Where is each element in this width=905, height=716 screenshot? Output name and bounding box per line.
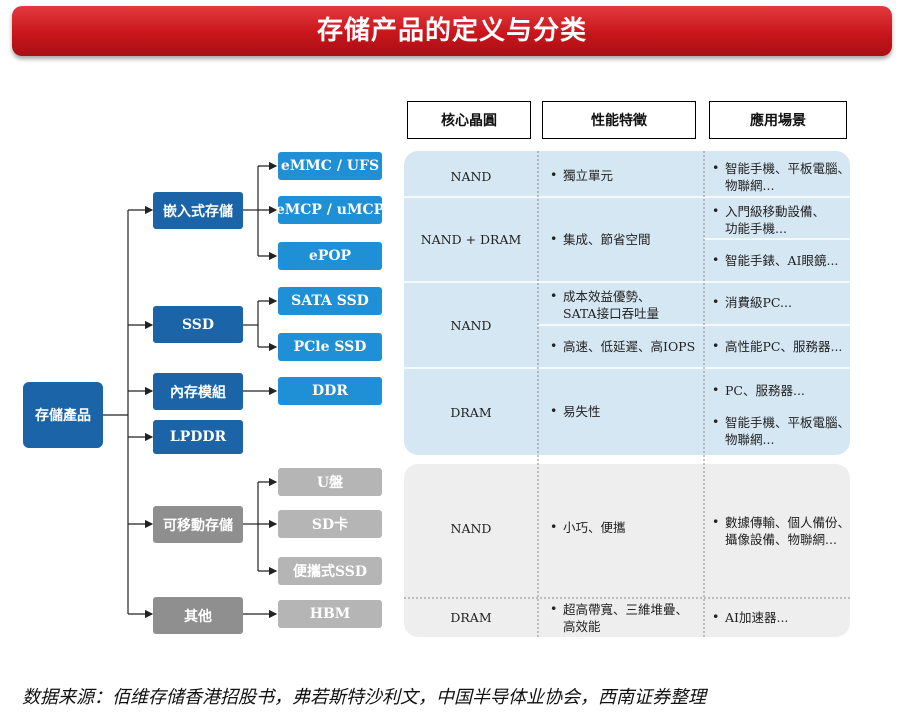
feature-cell: 超高帶寬、三維堆疊、 高效能 (563, 601, 688, 635)
bullet: • (712, 338, 720, 353)
bullet: • (712, 514, 720, 529)
category-ssd: SSD (153, 306, 243, 343)
bullet: • (712, 414, 720, 429)
wafer-cell: NAND + DRAM (420, 232, 522, 247)
header-application: 應用場景 (709, 101, 847, 139)
leaf-ddr: DDR (278, 377, 382, 405)
application-line: 攝像設備、物聯網... (725, 532, 837, 547)
source-note: 数据来源：佰维存储香港招股书，弗若斯特沙利文，中国半导体业协会，西南证券整理 (22, 687, 706, 708)
header-core-wafer: 核心晶圓 (407, 101, 531, 139)
leaf-sd-card: SD卡 (278, 510, 382, 538)
root-node: 存儲產品 (23, 382, 103, 448)
category-embedded: 嵌入式存儲 (153, 192, 243, 229)
bullet: • (550, 601, 558, 616)
application-line: 數據傳輸、個人備份、 (725, 515, 851, 530)
feature-cell: 成本效益優勢、 SATA接口吞吐量 (563, 288, 659, 322)
category-removable: 可移動存儲 (153, 506, 243, 543)
wafer-cell: DRAM (450, 405, 492, 420)
panel-blue (404, 151, 850, 455)
application-cell: PC、服務器... (725, 383, 805, 398)
feature-line: SATA接口吞吐量 (563, 306, 660, 321)
application-line: 物聯網... (725, 178, 775, 193)
leaf-portable-ssd: 便攜式SSD (278, 557, 382, 585)
leaf-usb-drive: U盤 (278, 468, 382, 496)
bullet: • (550, 519, 558, 534)
leaf-emmc-ufs: eMMC / UFS (278, 152, 382, 180)
wafer-cell: NAND (450, 318, 492, 333)
leaf-emcp-umcp: eMCP / uMCP (276, 196, 384, 224)
bullet: • (712, 294, 720, 309)
bullet: • (550, 231, 558, 246)
feature-cell: 獨立單元 (563, 168, 614, 183)
application-line: 功能手機... (725, 221, 787, 236)
application-cell: AI加速器... (725, 610, 789, 625)
bullet: • (550, 167, 558, 182)
feature-cell: 易失性 (563, 404, 601, 419)
bullet: • (712, 382, 720, 397)
bullet: • (712, 252, 720, 267)
category-other: 其他 (153, 597, 243, 634)
feature-cell: 集成、節省空間 (563, 232, 651, 247)
leaf-hbm: HBM (278, 600, 382, 628)
page-title: 存储产品的定义与分类 (12, 6, 892, 56)
bullet: • (712, 160, 720, 175)
feature-line: 超高帶寬、三維堆疊、 (563, 602, 689, 617)
bullet: • (712, 609, 720, 624)
application-cell: 數據傳輸、個人備份、 攝像設備、物聯網... (725, 514, 850, 548)
bullet: • (550, 288, 558, 303)
category-lpddr: LPDDR (153, 420, 243, 454)
feature-line: 成本效益優勢、 (563, 289, 651, 304)
feature-cell: 小巧、便攜 (563, 520, 626, 535)
application-cell: 智能手機、平板電腦、 物聯網... (725, 414, 850, 448)
feature-line: 高效能 (563, 619, 601, 634)
application-line: 物聯網... (725, 432, 775, 447)
application-line: 智能手機、平板電腦、 (725, 415, 851, 430)
wafer-cell: DRAM (450, 610, 492, 625)
panel-gray (404, 464, 850, 637)
header-performance: 性能特徵 (542, 101, 696, 139)
application-cell: 智能手錶、AI眼鏡... (725, 253, 839, 268)
application-line: 入門級移動設備、 (725, 204, 826, 219)
application-cell: 高性能PC、服務器... (725, 339, 843, 354)
bullet: • (550, 338, 558, 353)
category-memory-module: 內存模組 (153, 373, 243, 410)
leaf-pcie-ssd: PCle SSD (278, 333, 382, 361)
leaf-epop: ePOP (278, 242, 382, 270)
wafer-cell: NAND (450, 521, 492, 536)
application-cell: 入門級移動設備、 功能手機... (725, 203, 825, 237)
application-cell: 消費級PC... (725, 295, 792, 310)
bullet: • (712, 203, 720, 218)
leaf-sata-ssd: SATA SSD (278, 287, 382, 315)
wafer-cell: NAND (450, 169, 492, 184)
feature-cell: 高速、低延遲、高IOPS (563, 339, 696, 354)
bullet: • (550, 403, 558, 418)
application-line: 智能手機、平板電腦、 (725, 161, 851, 176)
application-cell: 智能手機、平板電腦、 物聯網... (725, 160, 850, 194)
